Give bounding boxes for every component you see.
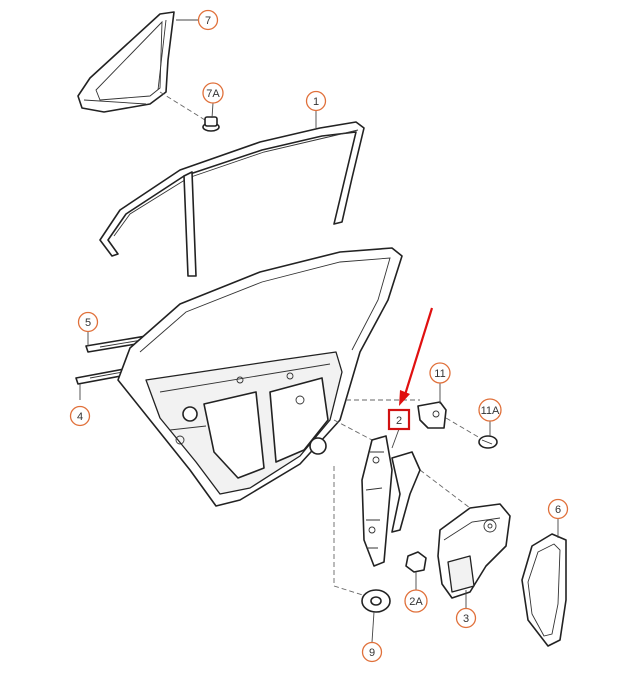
grommet-9 — [361, 589, 391, 613]
callout-label-6: 6 — [555, 504, 561, 516]
callout-label-5: 5 — [85, 317, 91, 329]
nut-2a — [405, 551, 427, 573]
leader-7a-dashed — [159, 91, 206, 121]
callout-7: 7 — [197, 9, 219, 31]
callout-5: 5 — [77, 311, 99, 333]
quarter-window-frame — [77, 11, 175, 113]
rear-door-shell — [117, 247, 403, 507]
callout-11a: 11A — [478, 398, 502, 422]
callout-1: 1 — [305, 90, 327, 112]
glass-run-channel — [99, 121, 365, 277]
pointer-arrow — [399, 307, 434, 406]
callout-9: 9 — [361, 641, 383, 663]
callout-label-2a: 2A — [409, 596, 423, 608]
callout-3: 3 — [455, 607, 477, 629]
callout-6: 6 — [547, 498, 569, 520]
callout-11: 11 — [429, 362, 451, 384]
window-regulator — [361, 435, 421, 567]
screw-7a — [202, 116, 220, 132]
callout-label-7a: 7A — [206, 88, 220, 100]
callout-2: 2 — [387, 408, 411, 431]
bracket-11 — [417, 401, 447, 429]
window-motor — [437, 503, 511, 599]
callout-label-3: 3 — [463, 613, 469, 625]
callout-7a: 7A — [202, 82, 224, 104]
assembly-line-motor — [419, 469, 471, 509]
door-seal-6 — [521, 533, 567, 647]
callout-label-11: 11 — [434, 368, 445, 380]
callout-label-11a: 11A — [481, 405, 500, 417]
assembly-line-vertical — [333, 466, 367, 597]
callout-label-7: 7 — [205, 15, 211, 27]
callout-label-2: 2 — [396, 415, 402, 427]
callout-label-9: 9 — [369, 647, 375, 659]
assembly-line-11a — [445, 417, 481, 439]
callout-4: 4 — [69, 405, 91, 427]
callout-label-4: 4 — [77, 411, 83, 423]
assembly-line-regulator — [333, 419, 373, 441]
callout-2a: 2A — [404, 589, 428, 613]
highlight-box — [387, 408, 411, 431]
callout-label-1: 1 — [313, 96, 319, 108]
leader-lines — [79, 19, 559, 643]
push-pin-11a — [478, 435, 498, 449]
